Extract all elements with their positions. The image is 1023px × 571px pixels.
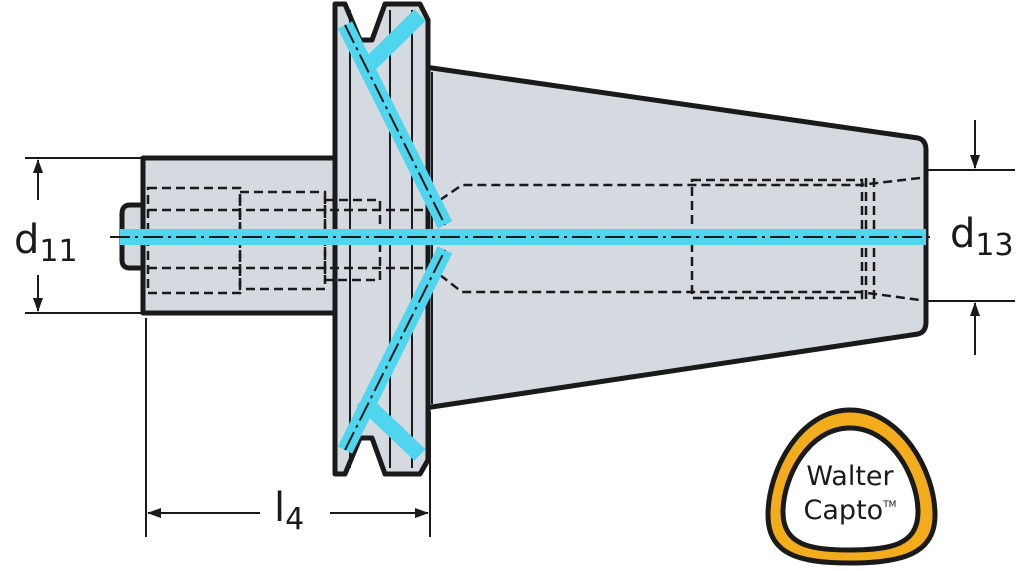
dimension-l4: l4 — [274, 485, 305, 537]
logo-line2: Capto — [803, 495, 884, 526]
dimension-d13: d13 — [950, 211, 1014, 263]
logo-tm: TM — [883, 500, 897, 510]
logo-line1: Walter — [806, 461, 894, 492]
dimension-d11: d11 — [14, 217, 78, 269]
logo-text: Walter CaptoTM — [790, 462, 910, 525]
walter-capto-logo — [765, 407, 938, 566]
